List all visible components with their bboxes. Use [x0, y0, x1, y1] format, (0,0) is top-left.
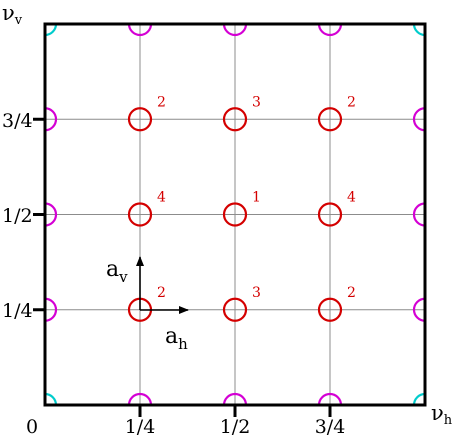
grid-lines [45, 24, 425, 405]
site-number-label: 3 [252, 94, 261, 110]
red-site-marker [222, 202, 248, 227]
y-tick-label: 1/2 [2, 205, 33, 227]
magenta-site-marker [222, 24, 248, 37]
boundary-sites [45, 24, 425, 405]
red-sites: 2 3 2 4 1 4 2 3 2 [127, 94, 356, 322]
magenta-site-marker [127, 24, 153, 37]
magenta-site-marker [45, 107, 58, 132]
red-site-marker [222, 297, 248, 322]
tick-marks [33, 117, 332, 417]
magenta-site-marker [45, 202, 58, 227]
red-site-marker [317, 297, 343, 322]
red-site-marker [127, 107, 153, 132]
magenta-site-marker [45, 297, 58, 322]
vector-label-vertical: av [106, 257, 128, 286]
y-tick-label: 3/4 [2, 110, 33, 132]
site-number-label: 4 [157, 190, 166, 206]
site-number-label: 3 [252, 285, 261, 301]
x-tick-label: 3/4 [315, 416, 346, 437]
site-number-label: 4 [347, 190, 356, 206]
magenta-site-marker [317, 24, 343, 37]
magenta-site-marker [222, 392, 248, 405]
red-site-marker [222, 107, 248, 132]
horizontal-axis-symbol: νh [431, 401, 453, 428]
site-number-label: 1 [252, 190, 261, 206]
site-number-label: 2 [157, 285, 166, 301]
vector-label-horizontal: ah [165, 324, 188, 353]
red-site-marker [317, 202, 343, 227]
vertical-axis-symbol: νv [2, 1, 23, 28]
magenta-site-marker [317, 392, 343, 405]
red-site-marker [127, 202, 153, 227]
x-tick-label: 1/4 [125, 416, 156, 437]
site-number-label: 2 [347, 94, 356, 110]
magenta-site-marker [127, 392, 153, 405]
magenta-site-marker [412, 297, 425, 322]
site-number-label: 2 [347, 285, 356, 301]
y-tick-label: 1/4 [2, 300, 33, 322]
magenta-site-marker [412, 202, 425, 227]
x-tick-label: 1/2 [220, 416, 251, 437]
red-site-marker [317, 107, 343, 132]
magenta-site-marker [412, 107, 425, 132]
site-number-label: 2 [157, 94, 166, 110]
x-tick-label: 0 [26, 416, 38, 437]
